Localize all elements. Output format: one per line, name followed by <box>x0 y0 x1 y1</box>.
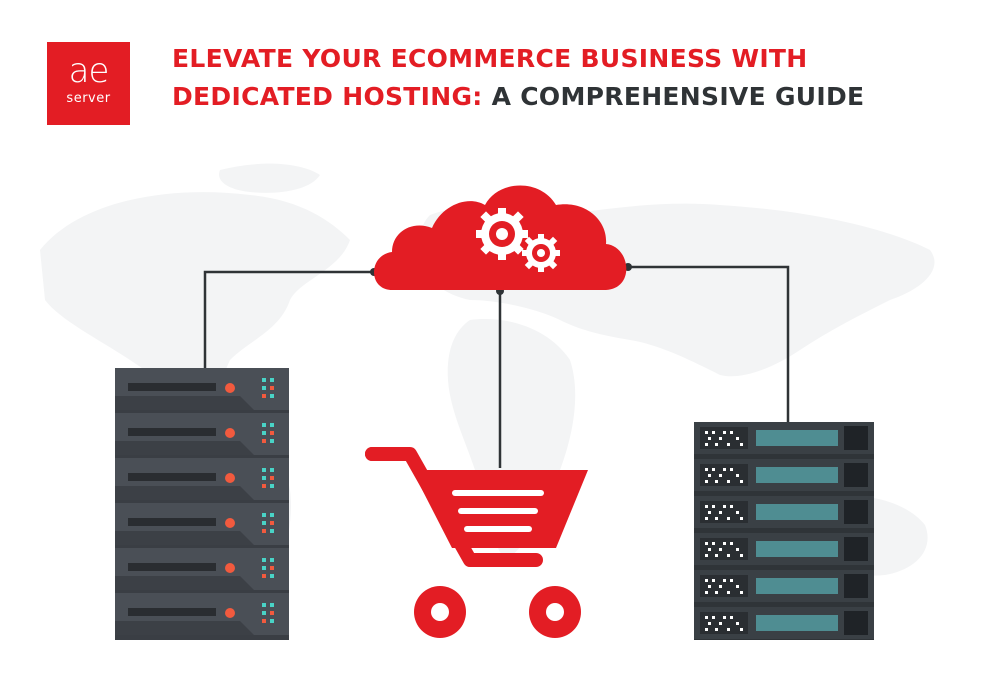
server-rack-icon <box>115 368 289 640</box>
connector-lines <box>203 265 790 468</box>
title-line-2-highlight: DEDICATED HOSTING: <box>172 82 483 111</box>
gear-icon <box>522 234 560 272</box>
title-line-1: ELEVATE YOUR ECOMMERCE BUSINESS WITH <box>172 44 808 73</box>
aeserver-logo[interactable]: ae server <box>47 42 130 125</box>
logo-mark: ae <box>68 51 110 91</box>
logo-subtext: server <box>66 91 111 106</box>
server-rack-icon <box>694 422 874 640</box>
page-title: ELEVATE YOUR ECOMMERCE BUSINESS WITH DED… <box>172 40 972 116</box>
gear-icon <box>476 208 528 260</box>
shopping-cart-icon <box>365 447 588 638</box>
title-line-2-rest: A COMPREHENSIVE GUIDE <box>491 82 865 111</box>
